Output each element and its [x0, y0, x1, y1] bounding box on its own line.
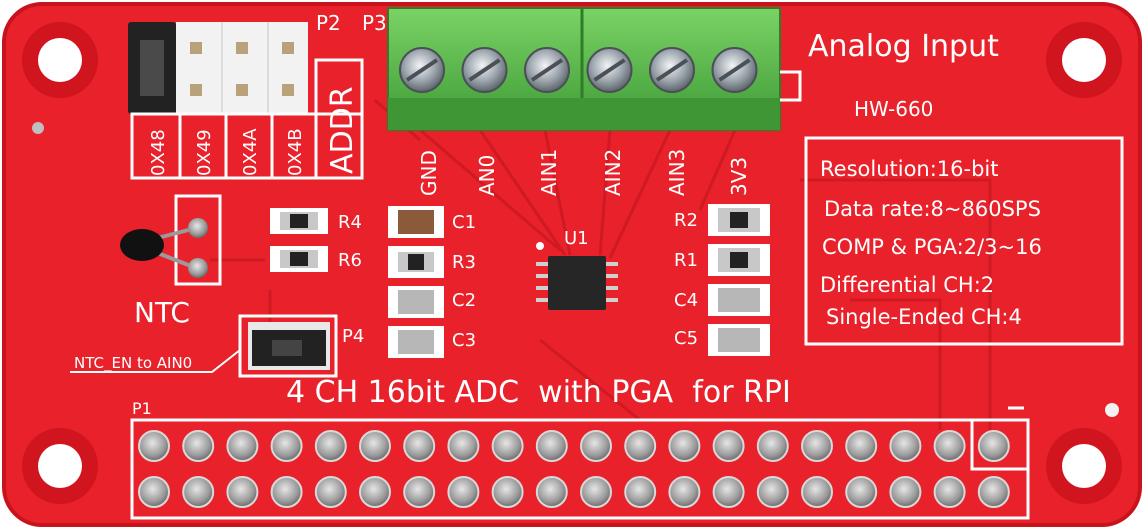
- address-header-label-p3: P3: [362, 11, 387, 35]
- address-jumper-header: [128, 22, 364, 180]
- ic-u1: [536, 242, 618, 310]
- gpio-pin: [712, 476, 745, 508]
- gpio-pin: [359, 430, 391, 462]
- gpio-pin: [668, 430, 701, 462]
- board-model: HW-660: [854, 97, 933, 121]
- gpio-pins: [138, 430, 1010, 508]
- gpio-pin: [712, 430, 745, 462]
- spec-line-3: COMP & PGA:2/3~16: [822, 235, 1042, 259]
- gpio-pin: [226, 430, 259, 462]
- terminal-screws: [399, 47, 758, 93]
- gpio-pin: [624, 430, 657, 462]
- smd-parts-right: [708, 204, 770, 356]
- label-c4: C4: [674, 290, 698, 311]
- gpio-pin: [226, 476, 259, 508]
- pin-label-ain1: AIN1: [537, 149, 561, 196]
- gpio-pin: [845, 476, 878, 508]
- address-title: ADDR: [325, 86, 360, 174]
- gpio-pin: [933, 430, 966, 462]
- spec-line-1: Resolution:16-bit: [820, 157, 999, 181]
- gpio-pin: [756, 476, 789, 508]
- gpio-pin: [447, 476, 480, 508]
- label-c5: C5: [674, 328, 698, 349]
- pin-label-ain2: AIN2: [601, 149, 625, 196]
- pin-label-an0: AN0: [475, 155, 499, 196]
- silk-outline: [174, 70, 1124, 346]
- gpio-pin: [801, 430, 833, 462]
- board-title: 4 CH 16bit ADC with PGA for RPI: [286, 375, 791, 410]
- silk-text: P2 P3 0X48 0X49 0X4A 0X4B ADDR Analog In…: [74, 11, 1042, 418]
- gpio-pin: [668, 476, 701, 508]
- gpio-pin: [314, 430, 347, 462]
- gpio-pin: [801, 476, 833, 508]
- address-label-0x4b: 0X4B: [285, 128, 306, 176]
- gpio-pin: [580, 430, 612, 462]
- label-r2: R2: [674, 210, 698, 231]
- gpio-pin: [447, 430, 480, 462]
- spec-line-5: Single-Ended CH:4: [826, 305, 1022, 329]
- gpio-pin: [270, 476, 303, 508]
- gpio-pin: [138, 430, 170, 462]
- gpio-pin: [270, 430, 303, 462]
- gpio-pin: [182, 476, 215, 508]
- gpio-pin: [359, 476, 391, 508]
- screw-slot: [530, 58, 564, 82]
- gpio-pin: [889, 430, 922, 462]
- ntc-jumper-p4: [70, 314, 338, 378]
- smd-caps-middle: [388, 206, 444, 358]
- pin-label-gnd: GND: [417, 150, 441, 196]
- screw-slot: [468, 58, 501, 82]
- address-label-0x49: 0X49: [194, 129, 215, 176]
- gpio-pin: [403, 430, 436, 462]
- spec-line-2: Data rate:8~860SPS: [824, 197, 1041, 221]
- ntc-thermistor: [120, 218, 208, 278]
- gpio-pin: [933, 476, 966, 508]
- gpio-pin: [491, 430, 524, 462]
- terminal-label: Analog Input: [808, 29, 999, 64]
- label-c3: C3: [452, 330, 476, 351]
- label-r6: R6: [338, 250, 362, 271]
- gpio-pin: [535, 430, 568, 462]
- address-label-0x4a: 0X4A: [240, 128, 261, 176]
- gpio-pin: [845, 430, 878, 462]
- gpio-pin: [491, 476, 524, 508]
- gpio-header-label: P1: [132, 399, 152, 418]
- label-c2: C2: [452, 290, 476, 311]
- pin-label-3v3: 3V3: [727, 157, 751, 196]
- label-c1: C1: [452, 212, 476, 233]
- screw-slot: [655, 58, 689, 82]
- gpio-pin: [580, 476, 612, 508]
- screw-slot: [405, 58, 439, 82]
- label-r3: R3: [452, 252, 476, 273]
- traces: [210, 98, 992, 430]
- ntc-label: NTC: [134, 296, 190, 329]
- screw-slot: [718, 58, 751, 82]
- gpio-header: [130, 406, 1030, 520]
- gpio-pin: [403, 476, 436, 508]
- address-label-0x48: 0X48: [148, 129, 169, 176]
- address-header-label-p2: P2: [316, 11, 341, 35]
- gpio-pin: [138, 476, 170, 508]
- pin-label-ain3: AIN3: [665, 149, 689, 196]
- gpio-pin: [977, 476, 1010, 508]
- gpio-pin: [889, 476, 922, 508]
- gpio-pin: [756, 430, 789, 462]
- gpio-pin: [182, 430, 215, 462]
- label-r1: R1: [674, 250, 698, 271]
- jumper-p4-text: NTC_EN to AIN0: [74, 354, 192, 373]
- smd-resistors-left: [270, 208, 328, 272]
- gpio-pin: [977, 430, 1010, 462]
- screw-slot: [593, 58, 626, 82]
- jumper-p4-label: P4: [342, 326, 364, 347]
- mounting-holes: [22, 22, 1122, 504]
- gpio-pin: [535, 476, 568, 508]
- gpio-pin: [314, 476, 347, 508]
- gpio-pin: [624, 476, 657, 508]
- label-u1: U1: [564, 228, 589, 249]
- spec-line-4: Differential CH:2: [820, 273, 994, 297]
- label-r4: R4: [338, 212, 362, 233]
